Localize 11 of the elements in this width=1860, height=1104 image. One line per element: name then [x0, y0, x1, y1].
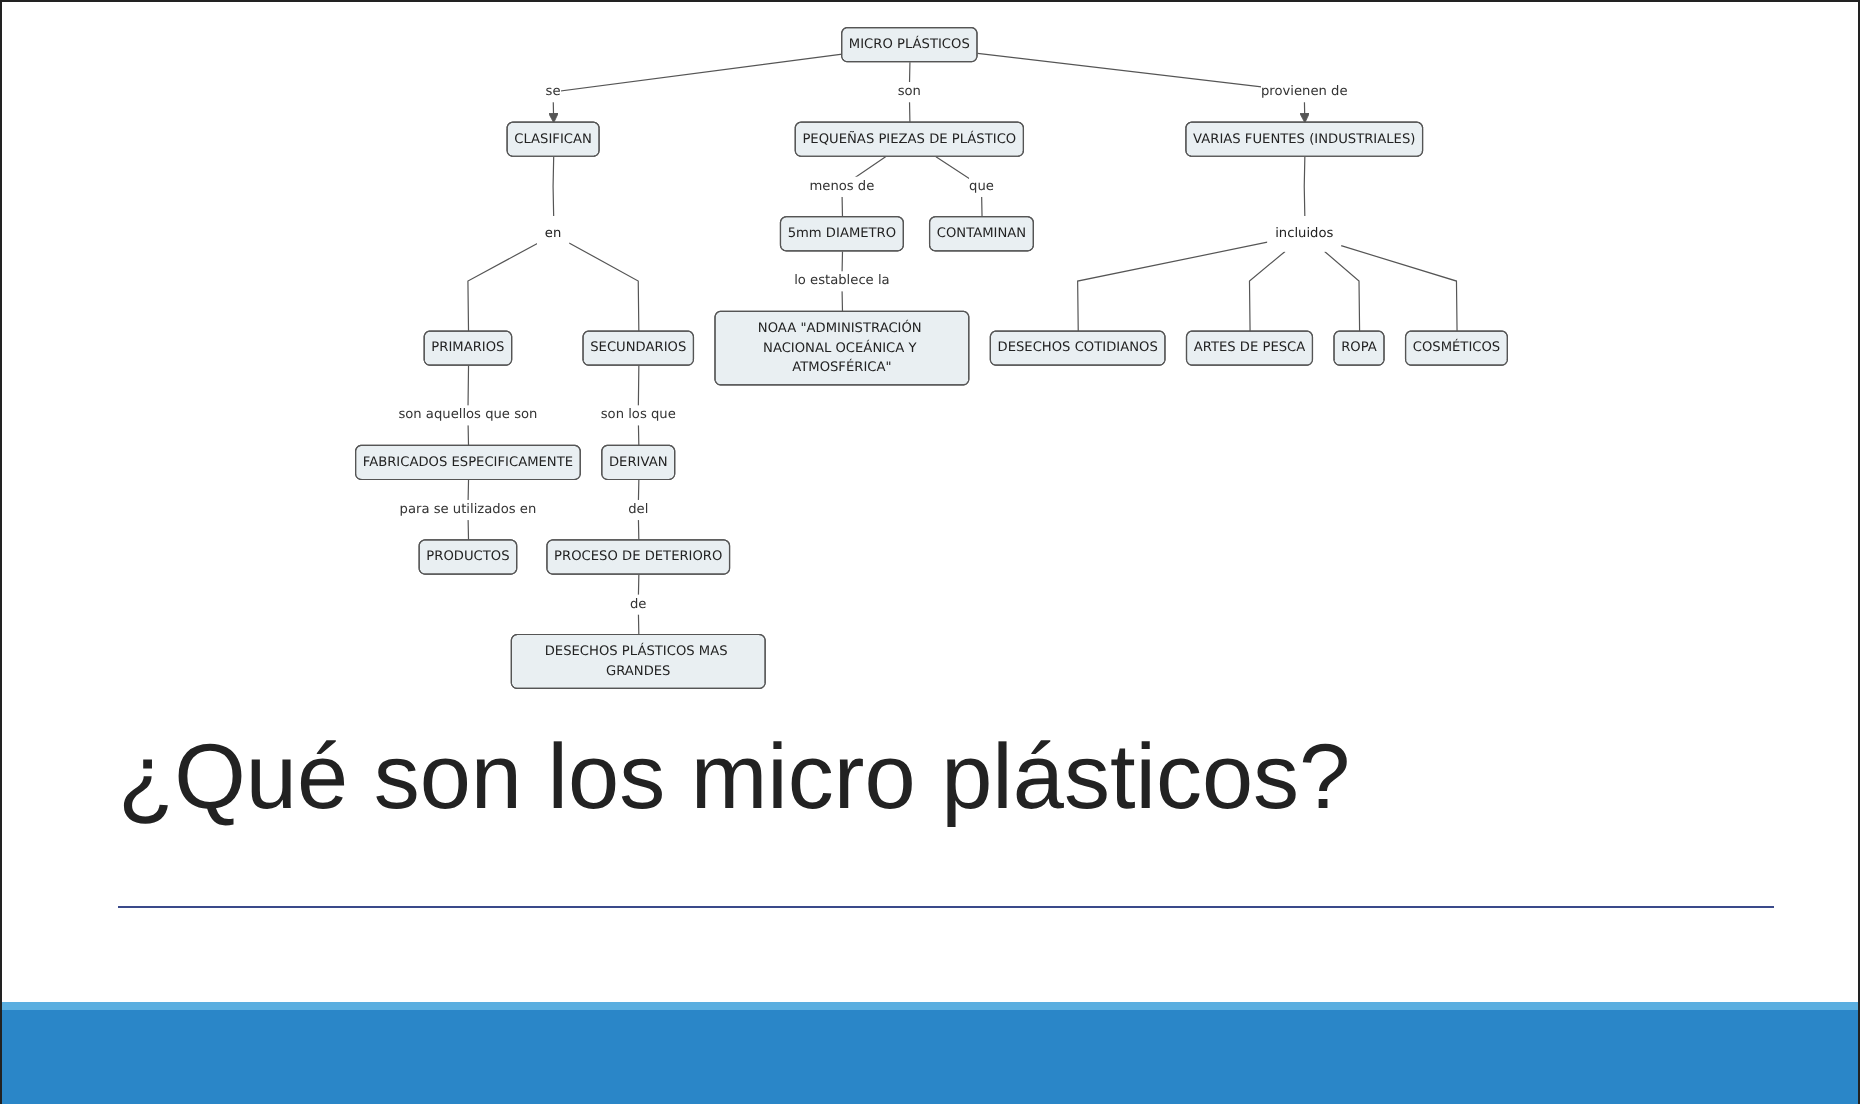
arrow: [548, 53, 844, 124]
connector: [1077, 241, 1270, 333]
connector: [935, 156, 984, 218]
slide-title: ¿Qué son los micro plásticos?: [118, 722, 1351, 830]
connector: [909, 61, 912, 124]
connector: [1341, 245, 1459, 333]
connector: [1304, 156, 1306, 218]
connector: [1249, 250, 1287, 333]
connector: [553, 156, 555, 218]
connector: [638, 574, 640, 636]
connector: [1324, 250, 1361, 333]
